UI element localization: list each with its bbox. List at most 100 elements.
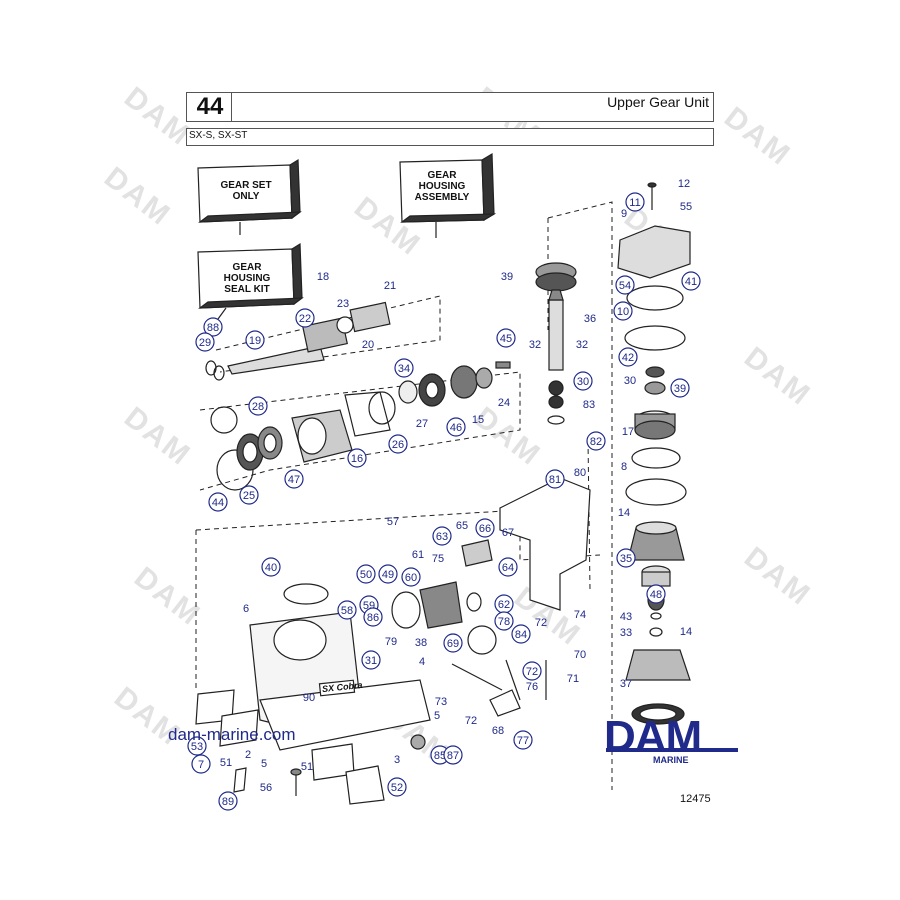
callout-circle bbox=[681, 271, 701, 291]
callout-number: 3 bbox=[394, 754, 400, 766]
callout-number: 5 bbox=[434, 710, 440, 722]
callout-number: 20 bbox=[362, 339, 374, 351]
callout-number: 63 bbox=[436, 531, 448, 543]
model-box: SX-S, SX-ST bbox=[186, 128, 714, 146]
callout-39: 39 bbox=[501, 271, 513, 283]
seal-kit-box-shape bbox=[197, 242, 304, 331]
callout-circle bbox=[446, 417, 466, 437]
callout-number: 88 bbox=[207, 322, 219, 334]
callout-number: 4 bbox=[419, 656, 425, 668]
callout-48: 48 bbox=[646, 584, 666, 604]
callout-87: 87 bbox=[443, 745, 463, 765]
right-stack-shapes bbox=[617, 182, 691, 725]
site-link[interactable]: dam-marine.com bbox=[168, 725, 296, 744]
callout-number: 44 bbox=[212, 497, 224, 509]
callout-14: 14 bbox=[680, 626, 692, 638]
driveshaft-shape bbox=[205, 301, 391, 381]
callout-84: 84 bbox=[511, 624, 531, 644]
callout-circle bbox=[388, 434, 408, 454]
callout-30: 30 bbox=[573, 371, 593, 391]
callout-circle bbox=[522, 661, 542, 681]
callout-number: 29 bbox=[199, 337, 211, 349]
logo-subtitle: MARINE bbox=[653, 755, 689, 765]
callout-number: 77 bbox=[517, 735, 529, 747]
callout-8: 8 bbox=[621, 461, 627, 473]
shaft-column-shapes bbox=[535, 262, 577, 425]
callout-72: 72 bbox=[522, 661, 542, 681]
callout-88: 88 bbox=[203, 317, 223, 337]
callout-circle bbox=[387, 777, 407, 797]
callout-circle bbox=[573, 371, 593, 391]
page-title: Upper Gear Unit bbox=[607, 94, 709, 110]
callout-number: 53 bbox=[191, 741, 203, 753]
callout-circle bbox=[625, 192, 645, 212]
page-number: 44 bbox=[186, 92, 234, 122]
callout-number: 2 bbox=[245, 749, 251, 761]
callout-60: 60 bbox=[401, 567, 421, 587]
callout-63: 63 bbox=[432, 526, 452, 546]
callout-70: 70 bbox=[574, 649, 586, 661]
callout-number: 39 bbox=[501, 271, 513, 283]
callout-64: 64 bbox=[498, 557, 518, 577]
callout-5: 5 bbox=[261, 758, 267, 770]
callout-15: 15 bbox=[472, 414, 484, 426]
logo-bar bbox=[606, 748, 738, 752]
callout-43: 43 bbox=[620, 611, 632, 623]
gear-set-box-shape bbox=[197, 158, 302, 235]
callout-number: 16 bbox=[351, 453, 363, 465]
callout-number: 65 bbox=[456, 520, 468, 532]
callout-number: 45 bbox=[500, 333, 512, 345]
callout-number: 14 bbox=[618, 507, 630, 519]
callout-number: 87 bbox=[447, 750, 459, 762]
callout-28: 28 bbox=[248, 396, 268, 416]
callout-number: 30 bbox=[624, 375, 636, 387]
callout-number: 28 bbox=[252, 401, 264, 413]
callout-54: 54 bbox=[615, 275, 635, 295]
callout-number: 86 bbox=[367, 612, 379, 624]
callout-86: 86 bbox=[363, 607, 383, 627]
callout-21: 21 bbox=[384, 280, 396, 292]
callout-circle bbox=[496, 328, 516, 348]
callout-number: 23 bbox=[337, 298, 349, 310]
callout-number: 31 bbox=[365, 655, 377, 667]
callout-circle bbox=[284, 469, 304, 489]
callout-10: 10 bbox=[613, 301, 633, 321]
callout-circle bbox=[615, 275, 635, 295]
callout-57: 57 bbox=[387, 516, 399, 528]
callout-number: 52 bbox=[391, 782, 403, 794]
callout-number: 58 bbox=[341, 605, 353, 617]
callout-26: 26 bbox=[388, 434, 408, 454]
callout-circle bbox=[195, 332, 215, 352]
callout-20: 20 bbox=[362, 339, 374, 351]
callout-4: 4 bbox=[419, 656, 425, 668]
callout-42: 42 bbox=[618, 347, 638, 367]
callout-number: 9 bbox=[621, 208, 627, 220]
callout-82: 82 bbox=[586, 431, 606, 451]
callout-number: 12 bbox=[678, 178, 690, 190]
callout-40: 40 bbox=[261, 557, 281, 577]
callout-37: 37 bbox=[620, 678, 632, 690]
callout-number: 55 bbox=[680, 201, 692, 213]
callout-circle bbox=[347, 448, 367, 468]
callout-number: 36 bbox=[584, 313, 596, 325]
callout-number: 48 bbox=[650, 589, 662, 601]
callout-number: 82 bbox=[590, 436, 602, 448]
callout-circle bbox=[443, 745, 463, 765]
callout-68: 68 bbox=[492, 725, 504, 737]
callout-number: 78 bbox=[498, 616, 510, 628]
callout-51: 51 bbox=[301, 761, 313, 773]
callout-circle bbox=[191, 754, 211, 774]
callout-circle bbox=[361, 650, 381, 670]
callout-circle bbox=[203, 317, 223, 337]
callout-number: 83 bbox=[583, 399, 595, 411]
callout-24: 24 bbox=[498, 397, 510, 409]
callout-31: 31 bbox=[361, 650, 381, 670]
middle-parts-shapes bbox=[210, 361, 511, 491]
callout-number: 46 bbox=[450, 422, 462, 434]
callout-number: 89 bbox=[222, 796, 234, 808]
callout-number: 38 bbox=[415, 637, 427, 649]
callout-circle bbox=[498, 557, 518, 577]
callout-12: 12 bbox=[678, 178, 690, 190]
callout-number: 57 bbox=[387, 516, 399, 528]
callout-6: 6 bbox=[243, 603, 249, 615]
